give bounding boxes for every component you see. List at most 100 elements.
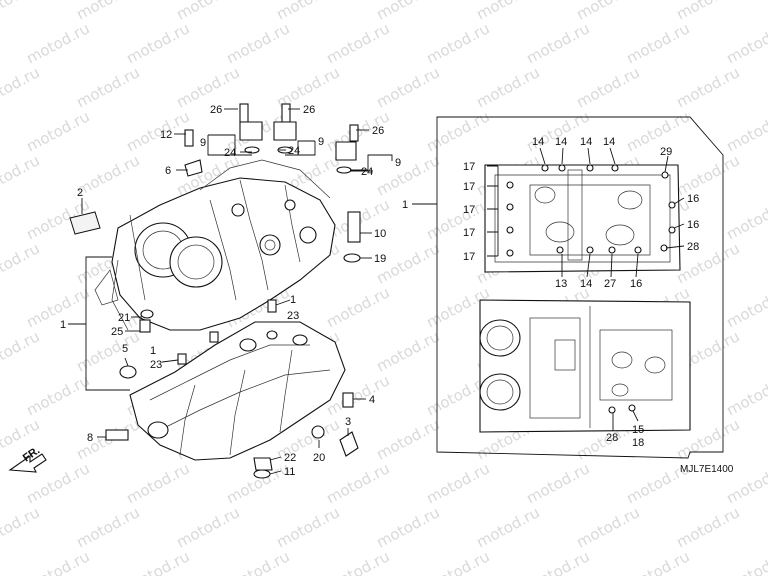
callout-numbers: 26 26 26 12 9 9 9 24 24 24 6 2 10 19 1 2… (60, 104, 699, 478)
callout-label: 8 (87, 432, 93, 444)
callout-label: 3 (345, 416, 351, 428)
watermark-text: motod.ru (423, 19, 492, 67)
watermark-text: motod.ru (623, 107, 692, 155)
watermark-text: motod.ru (473, 63, 542, 111)
callout-label: 17 (463, 227, 475, 239)
callout-label: 22 (284, 452, 296, 464)
watermark-text: motod.ru (323, 283, 392, 331)
watermark-text: motod.ru (273, 503, 342, 551)
watermark-text: motod.ru (173, 503, 242, 551)
leader-lines (68, 108, 685, 475)
callout-label: 2 (77, 187, 83, 199)
callout-label: 4 (369, 394, 375, 406)
callout-label: 26 (210, 104, 222, 116)
watermark-text: motod.ru (523, 459, 592, 507)
watermark-text: motod.ru (0, 63, 43, 111)
callout-label: 9 (200, 137, 206, 149)
callout-label: 15 (632, 424, 644, 436)
callout-label: 24 (224, 147, 236, 159)
callout-label: 17 (463, 161, 475, 173)
watermark-text: motod.ru (23, 107, 92, 155)
callout-label: 12 (160, 129, 172, 141)
callout-label: 10 (374, 228, 386, 240)
callout-label: 17 (463, 251, 475, 263)
watermark-text: motod.ru (723, 19, 768, 67)
watermark-text: motod.ru (73, 503, 142, 551)
callout-label: 6 (165, 165, 171, 177)
callout-label: 24 (361, 166, 373, 178)
watermark-text: motod.ru (723, 371, 768, 419)
callout-label: 1 (402, 199, 408, 211)
watermark-text: motod.ru (0, 151, 43, 199)
watermark-text: motod.ru (0, 0, 43, 24)
watermark-text: motod.ru (0, 503, 43, 551)
watermark-text: motod.ru (373, 503, 442, 551)
callout-label: 18 (632, 437, 644, 449)
watermark-text: motod.ru (523, 19, 592, 67)
callout-label: 29 (660, 146, 672, 158)
watermark-text: motod.ru (123, 107, 192, 155)
watermark-text: motod.ru (473, 503, 542, 551)
right-inset-frame (436, 116, 724, 459)
watermark-text: motod.ru (373, 415, 442, 463)
callout-label: 28 (606, 432, 618, 444)
watermark-text: motod.ru (423, 195, 492, 243)
watermark-text: motod.ru (223, 547, 292, 576)
callout-label: 16 (687, 193, 699, 205)
callout-label: 26 (372, 125, 384, 137)
watermark-text: motod.ru (723, 107, 768, 155)
watermark-text: motod.ru (223, 19, 292, 67)
callout-label: 16 (687, 219, 699, 231)
callout-label: 17 (463, 204, 475, 216)
watermark-text: motod.ru (23, 547, 92, 576)
watermark-text: motod.ru (73, 63, 142, 111)
watermark-text: motod.ru (173, 63, 242, 111)
callout-label: 27 (604, 278, 616, 290)
watermark-text: motod.ru (123, 547, 192, 576)
callout-label: 1 (60, 319, 66, 331)
callout-label: 16 (630, 278, 642, 290)
callout-label: 9 (395, 157, 401, 169)
callout-label: 26 (303, 104, 315, 116)
watermark-text: motod.ru (0, 327, 43, 375)
watermark-text: motod.ru (723, 547, 768, 576)
callout-label: 5 (122, 343, 128, 355)
callout-label: 14 (555, 136, 567, 148)
watermark-text: motod.ru (723, 195, 768, 243)
callout-label: 14 (532, 136, 544, 148)
watermark-text: motod.ru (423, 107, 492, 155)
callout-label: 14 (580, 278, 592, 290)
watermark-text: motod.ru (723, 283, 768, 331)
watermark-text: motod.ru (23, 19, 92, 67)
callout-label: 19 (374, 253, 386, 265)
callout-label: 20 (313, 452, 325, 464)
watermark-text: motod.ru (623, 19, 692, 67)
watermark-text: motod.ru (373, 327, 442, 375)
callout-label: 28 (687, 241, 699, 253)
watermark-text: motod.ru (673, 63, 742, 111)
callout-label: 14 (603, 136, 615, 148)
callout-label: 13 (555, 278, 567, 290)
watermark-text: motod.ru (523, 547, 592, 576)
watermark-text: motod.ru (73, 151, 142, 199)
watermark-text: motod.ru (523, 107, 592, 155)
callout-label: 1 (290, 294, 296, 306)
watermark-text: motod.ru (673, 503, 742, 551)
watermark-text: motod.ru (0, 239, 43, 287)
crankcase-assembly-drawing (8, 103, 361, 479)
watermark-text: motod.ru (123, 19, 192, 67)
watermark-text: motod.ru (373, 63, 442, 111)
diagram-code: MJL7E1400 (680, 464, 734, 475)
callout-label: 1 (150, 345, 156, 357)
watermark-text: motod.ru (423, 547, 492, 576)
watermark-text: motod.ru (323, 19, 392, 67)
watermark-text: motod.ru (23, 371, 92, 419)
watermark-text: motod.ru (673, 239, 742, 287)
watermark-text: motod.ru (673, 151, 742, 199)
watermark-text: motod.ru (323, 459, 392, 507)
watermark-text: motod.ru (573, 503, 642, 551)
watermark-text: motod.ru (123, 459, 192, 507)
callout-label: 11 (284, 466, 295, 478)
